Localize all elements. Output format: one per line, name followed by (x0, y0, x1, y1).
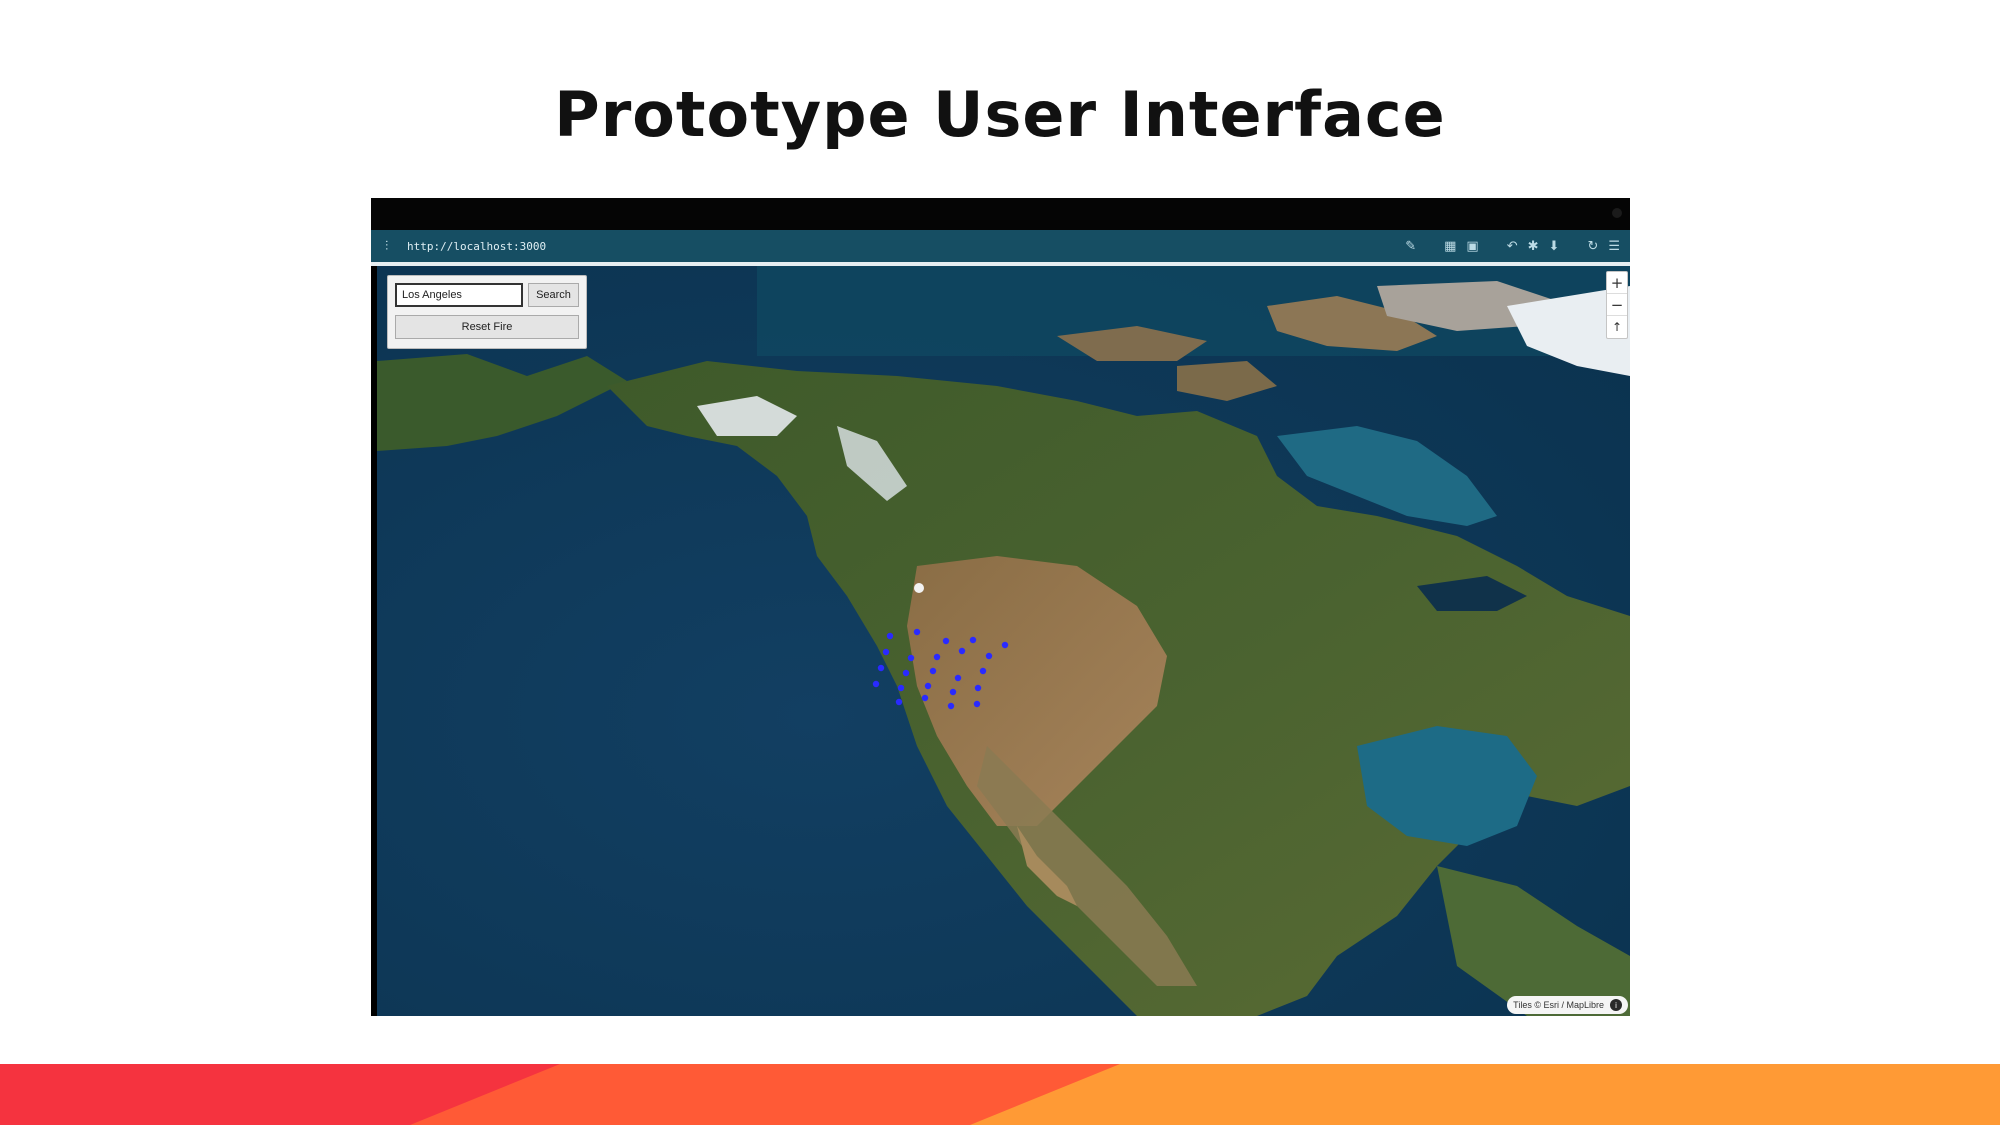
url-field[interactable]: http://localhost:3000 (407, 239, 547, 253)
fire-marker[interactable] (979, 667, 987, 675)
fire-marker[interactable] (973, 700, 981, 708)
fire-marker[interactable] (933, 653, 941, 661)
fire-marker[interactable] (895, 698, 903, 706)
fire-marker[interactable] (974, 684, 982, 692)
footer-stripe-orange (410, 1064, 1140, 1125)
gulf-of-mexico (1357, 726, 1537, 846)
great-lakes (1417, 576, 1527, 611)
browser-toolbar: ✎ ▦ ▣ ↶ ✱ ⬇ ↻ ☰ (1405, 239, 1620, 254)
location-search-input[interactable] (395, 283, 523, 307)
fire-marker[interactable] (969, 636, 977, 644)
zoom-out-button[interactable]: − (1607, 294, 1627, 316)
siberia-landmass (377, 354, 627, 451)
fire-marker[interactable] (902, 669, 910, 677)
fire-marker[interactable] (1001, 641, 1009, 649)
reset-fire-button[interactable]: Reset Fire (395, 315, 579, 339)
address-bar-divider (371, 262, 1630, 266)
box-icon[interactable]: ▣ (1466, 238, 1479, 254)
pencil-icon[interactable]: ✎ (1405, 238, 1417, 254)
slide-footer-bar (0, 1064, 2000, 1125)
slide-title: Prototype User Interface (554, 78, 1446, 151)
alaska-snow (697, 396, 797, 436)
download-icon[interactable]: ⬇ (1548, 238, 1560, 254)
fire-markers-group[interactable] (872, 628, 1009, 710)
fire-marker[interactable] (924, 682, 932, 690)
fire-marker[interactable] (929, 667, 937, 675)
refresh-icon[interactable]: ↻ (1587, 238, 1599, 254)
map-canvas[interactable] (377, 266, 1630, 1016)
central-america (1437, 866, 1630, 1016)
search-control-panel: Search Reset Fire (387, 275, 587, 349)
arctic-island-2 (1377, 281, 1557, 331)
arctic-island-1 (1267, 296, 1437, 351)
fire-marker[interactable] (942, 637, 950, 645)
search-button[interactable]: Search (528, 283, 579, 307)
window-title-bar (371, 198, 1630, 230)
arctic-island-4 (1177, 361, 1277, 401)
undo-icon[interactable]: ↶ (1506, 238, 1518, 254)
western-desert-region (907, 556, 1167, 826)
menu-icon[interactable]: ☰ (1608, 238, 1620, 254)
baja-california (1017, 826, 1077, 906)
greenland-ice (1507, 286, 1630, 376)
browser-address-bar: ⫶ http://localhost:3000 ✎ ▦ ▣ ↶ ✱ ⬇ ↻ ☰ (371, 230, 1630, 262)
fire-marker[interactable] (886, 632, 894, 640)
window-close-icon[interactable] (1612, 208, 1622, 218)
fire-marker[interactable] (913, 628, 921, 636)
zoom-in-button[interactable]: + (1607, 272, 1627, 294)
fire-marker[interactable] (897, 684, 905, 692)
fire-marker[interactable] (921, 694, 929, 702)
fire-marker[interactable] (949, 688, 957, 696)
mexico-region (977, 746, 1197, 986)
hudson-bay (1277, 426, 1497, 526)
footer-stripe-amber (970, 1064, 2000, 1125)
compass-button[interactable]: ↑ (1611, 320, 1623, 334)
fire-marker[interactable] (985, 652, 993, 660)
attribution-text[interactable]: Tiles © Esri / MapLibre (1513, 1000, 1604, 1010)
back-arrow-icon[interactable]: ⫶ (385, 238, 389, 254)
arctic-island-3 (1057, 326, 1207, 361)
app-screenshot: ⫶ http://localhost:3000 ✎ ▦ ▣ ↶ ✱ ⬇ ↻ ☰ (371, 198, 1630, 1016)
settings-icon[interactable]: ✱ (1527, 238, 1539, 254)
zoom-controls: + − ↑ (1606, 271, 1628, 339)
map-attribution: Tiles © Esri / MapLibre i (1507, 996, 1628, 1014)
info-icon[interactable]: i (1610, 999, 1622, 1011)
grid-icon[interactable]: ▦ (1444, 238, 1457, 254)
fire-marker[interactable] (907, 654, 915, 662)
coastal-mountain-snow (837, 426, 907, 501)
footer-stripe-red (0, 1064, 580, 1125)
fire-marker[interactable] (882, 648, 890, 656)
fire-marker[interactable] (954, 674, 962, 682)
selected-location-marker[interactable] (914, 583, 924, 593)
fire-marker[interactable] (877, 664, 885, 672)
fire-marker[interactable] (872, 680, 880, 688)
satellite-map[interactable]: Search Reset Fire + − ↑ Tiles © Esri / M… (377, 266, 1630, 1016)
fire-marker[interactable] (947, 702, 955, 710)
fire-marker[interactable] (958, 647, 966, 655)
